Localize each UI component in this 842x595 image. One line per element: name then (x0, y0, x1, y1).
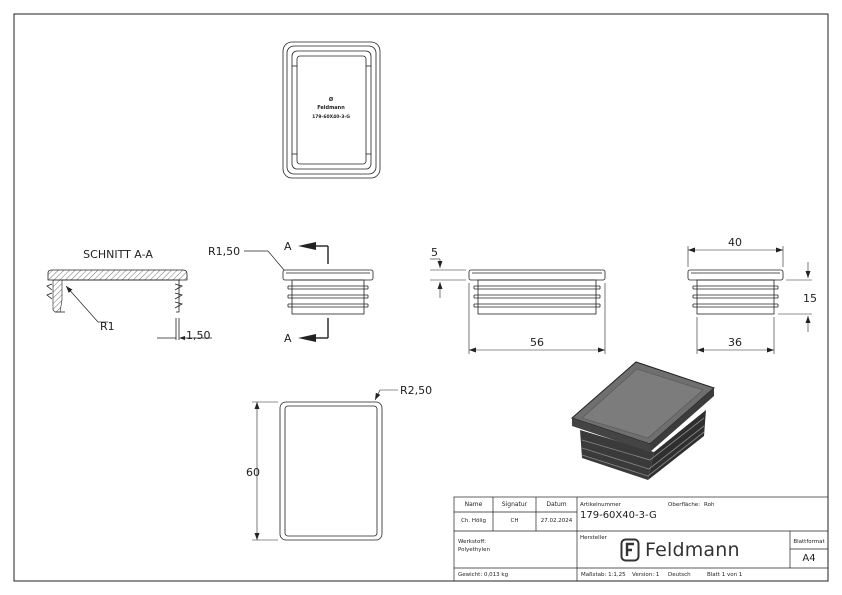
section-arrow-top (298, 242, 316, 250)
section-marker-top: A (284, 240, 292, 253)
cap-label-symbol: Ø (329, 96, 334, 103)
dim-r2-50: R2,50 (400, 384, 432, 397)
oberflaeche-value: Roh (704, 502, 715, 508)
side-view-length (430, 258, 606, 354)
dim-1-50: 1,50 (186, 329, 211, 342)
title-block-grid (453, 496, 829, 582)
dim-36: 36 (728, 336, 742, 349)
cap-label-brand: Feldmann (317, 105, 345, 111)
name-value: Ch. Hölig (461, 518, 486, 524)
blattformat-value: A4 (802, 553, 816, 564)
signatur-header: Signatur (501, 501, 528, 508)
side-view-width (687, 246, 812, 354)
blatt: Blatt 1 von 1 (707, 572, 743, 578)
section-title: SCHNITT A-A (83, 248, 153, 261)
dim-40: 40 (728, 236, 742, 249)
feldmann-logo-text: Feldmann (645, 539, 740, 561)
bottom-view (252, 389, 398, 541)
dim-15: 15 (803, 292, 817, 305)
front-view-sectioned (244, 246, 374, 338)
massstab: Maßstab: 1:1,25 (581, 572, 626, 578)
sprache: Deutsch (668, 572, 691, 578)
dim-r1-50: R1,50 (208, 245, 240, 258)
oberflaeche-label: Oberfläche: (668, 502, 701, 508)
datum-header: Datum (546, 501, 567, 508)
drawing-frame (13, 13, 829, 582)
section-view (46, 269, 212, 340)
name-header: Name (464, 501, 483, 508)
version: Version: 1 (632, 572, 660, 578)
cap-label-article: 179-60X40-3-G (312, 114, 350, 120)
blattformat-label: Blattformat (793, 539, 825, 545)
top-view (282, 41, 381, 179)
werkstoff-label: Werkstoff: (458, 539, 486, 545)
datum-value: 27.02.2024 (540, 518, 573, 524)
dim-56: 56 (530, 336, 544, 349)
dim-5: 5 (431, 246, 438, 259)
isometric-view (571, 361, 715, 480)
werkstoff-value: Polyethylen (458, 547, 490, 553)
section-arrow-bottom (298, 334, 316, 342)
feldmann-logo-icon (620, 538, 640, 562)
dim-60: 60 (246, 466, 260, 479)
dim-r1: R1 (100, 320, 115, 333)
signatur-value: CH (510, 518, 519, 524)
hersteller-label: Hersteller (580, 535, 607, 541)
artikelnummer-value: 179-60X40-3-G (580, 510, 657, 521)
section-marker-bottom: A (284, 332, 292, 345)
gewicht: Gewicht: 0,013 kg (458, 572, 509, 578)
artikelnummer-label: Artikelnummer (580, 502, 621, 508)
feldmann-logo: Feldmann (620, 538, 740, 562)
